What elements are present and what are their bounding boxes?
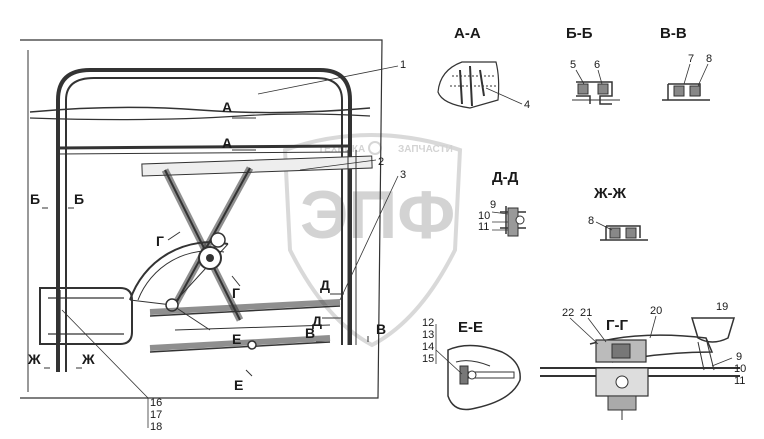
section-v-v-title: В-В	[660, 25, 687, 42]
part-19: 19	[716, 301, 728, 313]
cut-a2: А	[222, 135, 232, 151]
cut-e1: Е	[232, 331, 241, 347]
main-view-callouts: 1 2 3 16 17 18	[61, 59, 406, 433]
main-view	[20, 39, 383, 399]
part-5: 5	[570, 59, 576, 71]
part-8-bv: 8	[706, 53, 712, 65]
cut-zh2: Ж	[81, 351, 95, 367]
part-18: 18	[150, 421, 162, 433]
part-7: 7	[688, 53, 694, 65]
part-22: 22	[562, 307, 574, 319]
section-d-d-title: Д-Д	[492, 169, 519, 186]
section-g-g-title: Г-Г	[606, 317, 628, 334]
part-13: 13	[422, 329, 434, 341]
cut-e2: Е	[234, 377, 243, 393]
glass-frame	[56, 68, 352, 372]
part-6: 6	[594, 59, 600, 71]
section-e-e: Е-Е 12 13 14 15	[422, 317, 521, 411]
section-b-b-title: Б-Б	[566, 25, 593, 42]
part-2: 2	[378, 156, 384, 168]
part-10-dd: 10	[478, 210, 490, 222]
section-g-g: Г-Г 19 20 21 22 9 10 11	[540, 301, 746, 420]
cut-b1: Б	[30, 191, 40, 207]
part-21: 21	[580, 307, 592, 319]
section-v-v: В-В 7 8	[660, 25, 712, 101]
cut-g2: Г	[232, 285, 240, 301]
watermark-slogan-2: ЗАПЧАСТИ	[398, 144, 453, 155]
part-11-gg: 11	[734, 375, 745, 387]
watermark-brand: ЭПФ	[300, 177, 455, 253]
part-16: 16	[150, 397, 162, 409]
cut-b2: Б	[74, 191, 84, 207]
cut-v1: В	[305, 325, 315, 341]
section-e-e-title: Е-Е	[458, 319, 483, 336]
armrest-pad	[39, 287, 133, 345]
part-1: 1	[400, 59, 406, 71]
part-9-dd: 9	[490, 199, 496, 211]
section-a-a-title: А-А	[454, 25, 481, 42]
section-zh-zh-title: Ж-Ж	[593, 185, 627, 202]
part-12: 12	[422, 317, 434, 329]
part-9-gg: 9	[736, 351, 742, 363]
section-d-d: Д-Д 9 10 11	[478, 169, 526, 237]
section-zh-zh: Ж-Ж 8	[588, 185, 648, 241]
section-a-a: А-А 4	[437, 25, 530, 111]
cut-a1: А	[222, 99, 232, 115]
part-3: 3	[400, 169, 406, 181]
cut-d2: Д	[312, 313, 322, 329]
cut-zh1: Ж	[27, 351, 41, 367]
cut-v2: В	[376, 321, 386, 337]
part-8-zh: 8	[588, 215, 594, 227]
section-b-b: Б-Б 5 6	[566, 25, 620, 105]
cut-d1: Д	[320, 277, 330, 293]
part-14: 14	[422, 341, 434, 353]
part-15: 15	[422, 353, 434, 365]
part-10-gg: 10	[734, 363, 746, 375]
part-11-dd: 11	[478, 221, 489, 233]
part-4: 4	[524, 99, 530, 111]
cut-g1: Г	[156, 233, 164, 249]
part-17: 17	[150, 409, 162, 421]
cut-markers: А А Б Б Г Г Д Д В В Е Е Ж Ж	[27, 99, 386, 393]
part-20: 20	[650, 305, 662, 317]
